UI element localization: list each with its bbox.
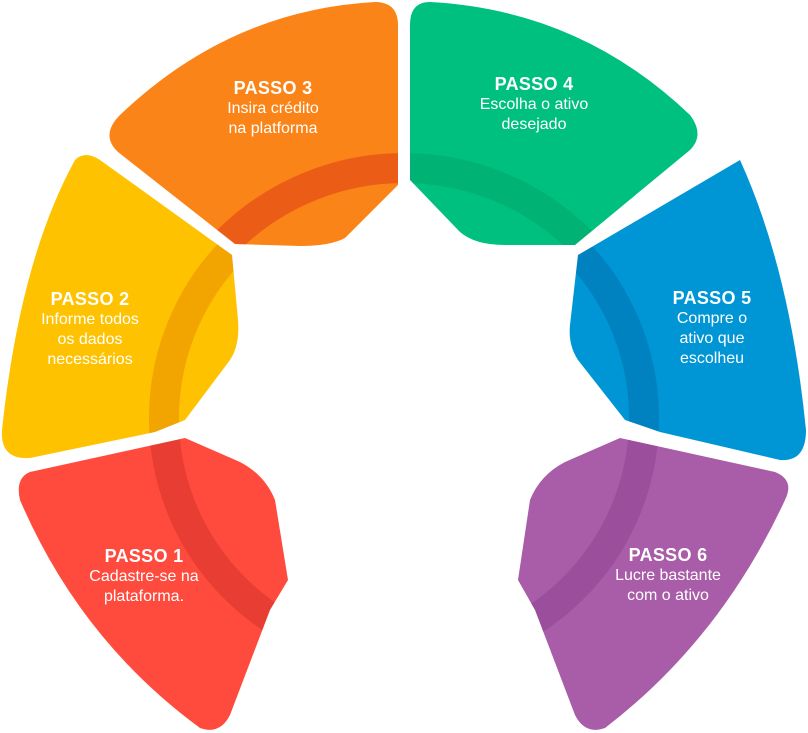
step-desc-line: plataforma. <box>103 588 185 605</box>
step-desc-line: desejado <box>501 116 567 133</box>
step-3-label: PASSO 3 Insira crédito na platforma <box>183 77 363 139</box>
step-title: PASSO 1 <box>104 546 184 566</box>
step-desc-line: ativo que <box>679 330 745 347</box>
step-desc-line: Compre o <box>676 310 748 327</box>
step-1-label: PASSO 1 Cadastre-se na plataforma. <box>54 545 234 607</box>
step-title: PASSO 6 <box>628 545 708 565</box>
step-desc-line: escolheu <box>679 350 745 367</box>
step-title: PASSO 4 <box>494 74 574 94</box>
step-desc-line: na platforma <box>228 120 318 137</box>
step-6-label: PASSO 6 Lucre bastante com o ativo <box>578 544 758 606</box>
step-title: PASSO 2 <box>50 289 130 309</box>
step-title: PASSO 5 <box>672 288 752 308</box>
step-desc-line: Lucre bastante <box>615 567 721 584</box>
step-desc-line: os dados <box>57 331 123 348</box>
step-desc-line: Informe todos <box>41 311 139 328</box>
step-4-label: PASSO 4 Escolha o ativo desejado <box>444 73 624 135</box>
step-2-label: PASSO 2 Informe todos os dados necessári… <box>0 288 180 370</box>
step-desc-line: com o ativo <box>627 587 709 604</box>
step-title: PASSO 3 <box>233 78 313 98</box>
step-desc-line: Insira crédito <box>227 100 319 117</box>
step-5-label: PASSO 5 Compre o ativo que escolheu <box>622 287 802 369</box>
step-desc-line: necessários <box>47 351 133 368</box>
step-desc-line: Escolha o ativo <box>479 96 589 113</box>
petal-5 <box>569 160 806 461</box>
petal-2 <box>1 155 239 459</box>
step-desc-line: Cadastre-se na <box>89 568 199 585</box>
